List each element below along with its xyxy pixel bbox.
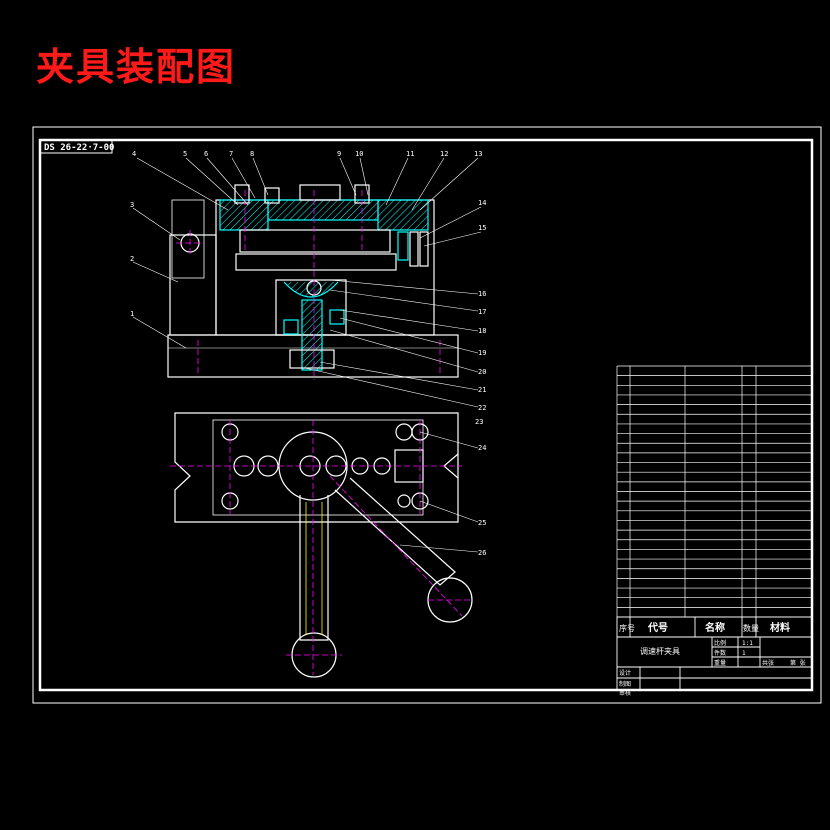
parts-list-table — [616, 365, 813, 618]
part-balloons: 1 2 3 4 5 6 7 8 9 10 11 12 13 14 15 16 1… — [130, 150, 486, 557]
part-number-13: 13 — [474, 150, 482, 158]
drawing-title: 夹具装配图 — [36, 44, 237, 89]
part-number-16: 16 — [478, 290, 486, 298]
top-center-lines — [170, 420, 472, 675]
part-number-2: 2 — [130, 255, 134, 263]
header-name: 名称 — [705, 621, 725, 634]
outer-border — [32, 126, 822, 704]
part-number-6: 6 — [204, 150, 208, 158]
part-number-22: 22 — [478, 404, 486, 412]
part-number-1: 1 — [130, 310, 134, 318]
part-number-12: 12 — [440, 150, 448, 158]
header-qty: 数量 — [743, 623, 759, 633]
scale-value: 1:1 — [742, 640, 753, 647]
part-number-8: 8 — [250, 150, 254, 158]
drawing-number: DS 26-22·7-00 — [44, 143, 114, 153]
front-section-view — [167, 184, 459, 378]
part-number-20: 20 — [478, 368, 486, 376]
designer-label: 设计 — [619, 669, 631, 677]
part-number-11: 11 — [406, 150, 414, 158]
part-number-3: 3 — [130, 201, 134, 209]
header-code: 代号 — [647, 621, 668, 634]
part-number-7: 7 — [229, 150, 233, 158]
yellow-dims — [305, 502, 323, 635]
leader-lines — [132, 157, 482, 553]
part-number-21: 21 — [478, 386, 486, 394]
front-center-lines — [176, 190, 441, 380]
drafter-label: 制图 — [619, 680, 631, 688]
part-number-5: 5 — [183, 150, 187, 158]
part-number-25: 25 — [478, 519, 486, 527]
part-number-10: 10 — [355, 150, 363, 158]
drawing-number-box — [39, 139, 113, 154]
title-block — [616, 616, 813, 691]
pieces-label: 件数 — [714, 649, 726, 657]
pieces-value: 1 — [742, 650, 746, 657]
total-label: 共张 — [762, 659, 774, 667]
part-number-24: 24 — [478, 444, 486, 452]
part-number-17: 17 — [478, 308, 486, 316]
top-plan-view — [174, 412, 473, 678]
part-number-14: 14 — [478, 199, 486, 207]
header-seq: 序号 — [619, 623, 635, 633]
part-number-18: 18 — [478, 327, 486, 335]
checker-label: 审核 — [619, 689, 631, 697]
sheet-label: 第 张 — [790, 659, 806, 667]
part-number-19: 19 — [478, 349, 486, 357]
part-number-15: 15 — [478, 224, 486, 232]
weight-label: 重量 — [714, 659, 726, 667]
product-name: 调速杆夹具 — [640, 646, 680, 656]
part-number-23: 23 — [475, 418, 483, 426]
part-number-4: 4 — [132, 150, 136, 158]
part-number-26: 26 — [478, 549, 486, 557]
part-number-9: 9 — [337, 150, 341, 158]
scale-label: 比例 — [714, 639, 726, 647]
header-material: 材料 — [770, 621, 790, 634]
